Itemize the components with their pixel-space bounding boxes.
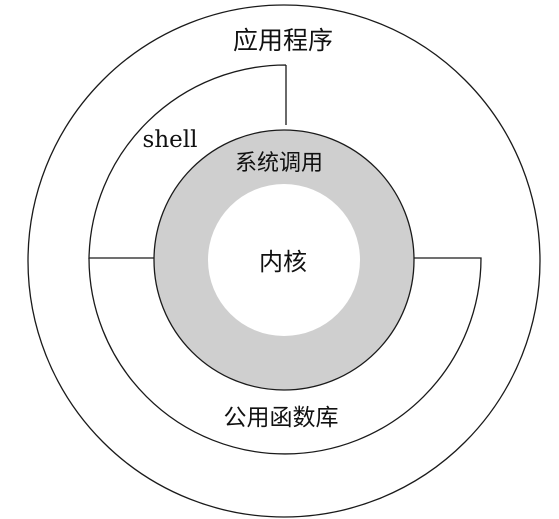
kernel-label: 内核 xyxy=(259,248,307,276)
application-label: 应用程序 xyxy=(233,26,333,55)
shell-label: shell xyxy=(143,127,198,153)
kernel-core xyxy=(208,184,360,336)
syscall-label: 系统调用 xyxy=(235,151,323,176)
shell-boundary xyxy=(88,64,287,259)
library-label: 公用函数库 xyxy=(224,405,339,431)
library-boundary xyxy=(88,257,482,455)
